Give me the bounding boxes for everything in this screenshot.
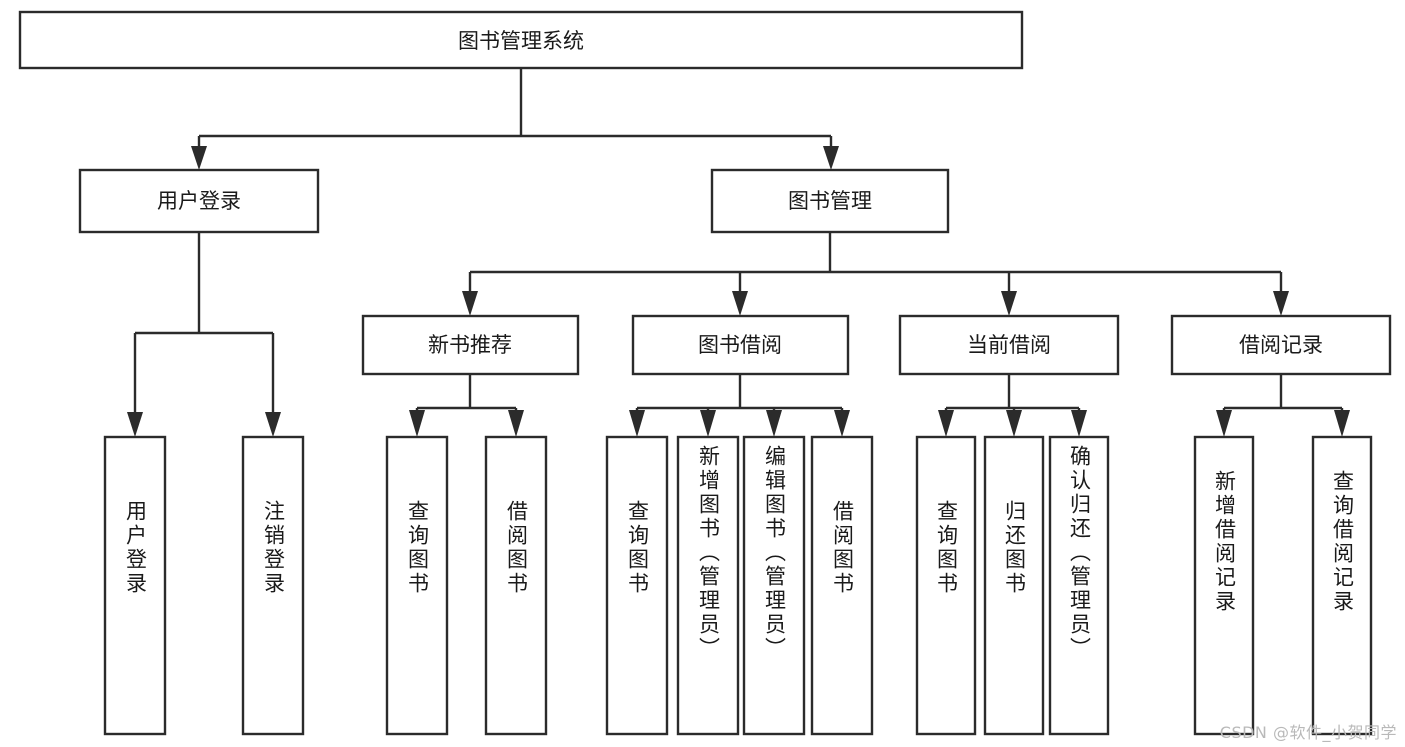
leaf-box-edit-book[interactable] — [742, 435, 806, 736]
node-root-box[interactable] — [18, 10, 1024, 70]
arrow-to-leaf-logout-login — [265, 412, 281, 437]
node-user-login-label: 用户登录 — [157, 189, 241, 213]
node-new-book-recommend-box[interactable] — [361, 314, 580, 376]
leaf-box-query-book-2[interactable] — [605, 435, 669, 736]
leaf-box-borrow-book-2[interactable] — [810, 435, 874, 736]
node-borrow-record-label: 借阅记录 — [1239, 333, 1323, 357]
leaf-box-add-book[interactable] — [676, 435, 740, 736]
csdn-watermark: CSDN @软件_小贺同学 — [1219, 723, 1397, 742]
node-root-label: 图书管理系统 — [458, 29, 584, 53]
node-new-book-recommend-label: 新书推荐 — [428, 333, 512, 357]
arrow-to-leaf-return-book — [1006, 410, 1022, 437]
node-user-login-box[interactable] — [78, 168, 320, 234]
arrow-to-leaf-edit-book — [766, 410, 782, 437]
leaf-box-add-record[interactable] — [1193, 435, 1255, 736]
node-current-borrow-label: 当前借阅 — [967, 333, 1051, 357]
leaf-box-query-book-1[interactable] — [385, 435, 449, 736]
arrow-to-current-borrow — [1001, 291, 1017, 316]
arrow-to-leaf-query-record — [1334, 410, 1350, 437]
leaf-box-user-login[interactable] — [103, 435, 167, 736]
arrow-to-new-book-recommend — [462, 291, 478, 316]
arrow-to-leaf-user-login — [127, 412, 143, 437]
leaf-box-confirm-return[interactable] — [1048, 435, 1110, 736]
node-book-management-label: 图书管理 — [788, 189, 872, 213]
arrow-to-leaf-borrow-book-2 — [834, 410, 850, 437]
arrow-to-leaf-query-book-3 — [938, 410, 954, 437]
node-book-borrow-label: 图书借阅 — [698, 333, 782, 357]
leaf-box-query-book-3[interactable] — [915, 435, 977, 736]
arrow-to-borrow-record — [1273, 291, 1289, 316]
leaf-box-query-record[interactable] — [1311, 435, 1373, 736]
arrow-to-leaf-add-record — [1216, 410, 1232, 437]
leaf-box-borrow-book-1[interactable] — [484, 435, 548, 736]
arrow-to-leaf-confirm-return — [1071, 410, 1087, 437]
leaf-box-logout-login[interactable] — [241, 435, 305, 736]
arrow-to-book-borrow — [732, 291, 748, 316]
leaf-box-return-book[interactable] — [983, 435, 1045, 736]
arrow-to-leaf-add-book — [700, 410, 716, 437]
arrow-to-user-login — [191, 146, 207, 170]
arrow-to-leaf-query-book-2 — [629, 410, 645, 437]
node-current-borrow-box[interactable] — [898, 314, 1120, 376]
arrow-to-leaf-query-book-1 — [409, 410, 425, 437]
arrow-to-book-management — [823, 146, 839, 170]
arrow-to-leaf-borrow-book-1 — [508, 410, 524, 437]
